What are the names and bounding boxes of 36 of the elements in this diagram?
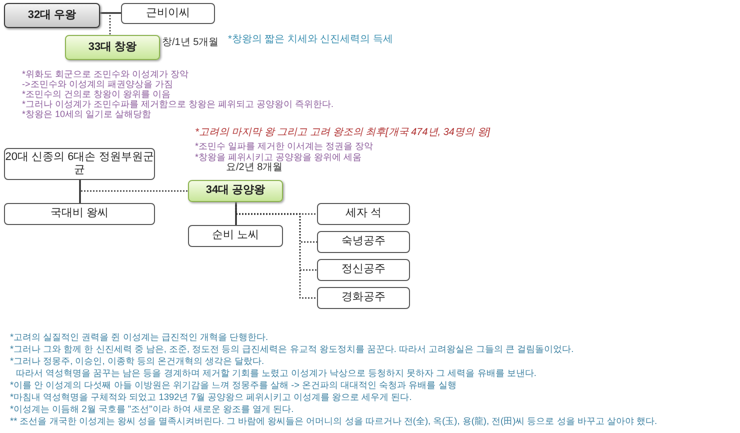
connector-line <box>235 202 317 299</box>
connector-line <box>100 12 111 35</box>
reign-label: 창/1년 5개월 <box>162 37 219 49</box>
king-box: 32대 우왕 <box>4 3 100 28</box>
note-text: *조민수의 건의로 창왕이 왕위를 이음 <box>22 88 171 100</box>
person-box: 경화공주 <box>317 287 410 309</box>
note-text: *그러나 이성계가 조민수파를 제거함으로 창왕은 폐위되고 공양왕이 즉위한다. <box>22 98 334 110</box>
note-text: *위화도 회군으로 조민수와 이성계가 장악 <box>22 68 189 80</box>
reign-label: 요/2년 8개월 <box>226 162 283 174</box>
note-text: *마침내 역성혁명을 구체적와 되었고 1392년 7월 공양왕으 페위시키고 이성계를 왕으로 세우게 된다. <box>10 391 412 403</box>
person-box: 20대 신종의 6대손 정원부원군 균 <box>4 148 155 180</box>
note-text: ** 조선을 개국한 이성계는 왕씨 성을 멸족시켜버린다. 그 바람에 왕씨들은 어머니의 성을 따르거나 전(全), 옥(玉), 용(龍), 전(田)씨 등으로 성을 바꾸고 살아야 했다. <box>10 415 657 427</box>
person-box: 정신공주 <box>317 259 410 281</box>
person-box: 근비이씨 <box>121 3 215 24</box>
note-text: *조민수 일파를 제거한 이서계는 정권을 장악 <box>195 140 374 152</box>
person-box: 세자 석 <box>317 203 410 225</box>
connector-line <box>100 12 121 14</box>
king-box: 34대 공양왕 <box>188 180 283 202</box>
connector-line <box>79 180 188 192</box>
connector-line <box>79 180 81 203</box>
note-text: ->조민수와 이성계의 패권양상을 가짐 <box>22 78 173 90</box>
person-box: 숙녕공주 <box>317 231 410 253</box>
note-text: *그러나 그와 함께 한 신진세력 중 남은, 조준, 정도전 등의 급진세력은 유교적 왕도정치를 꿈꾼다. 따라서 고려왕실은 그들의 큰 걸림돌이었다. <box>10 343 574 355</box>
king-box: 33대 창왕 <box>65 35 160 60</box>
note-text: *창왕은 10세의 일기로 살해당함 <box>22 108 152 120</box>
heading-note: *고려의 마지막 왕 그리고 고려 왕조의 최후[개국 474년, 34명의 왕] <box>195 127 490 139</box>
note-text: *그러나 정몽주, 이승인, 이종학 등의 온건개혁의 생각은 달랐다. <box>10 355 264 367</box>
person-box: 국대비 왕씨 <box>4 203 155 225</box>
note-text: *이를 안 이성계의 다섯째 아들 이방원은 위기감을 느껴 정몽주를 살해 -> 온건파의 대대적인 숙청과 유배를 실행 <box>10 379 456 391</box>
note-text: 따라서 역성혁명을 꿈꾸는 남은 등을 경계하며 제거할 기회를 노렸고 이성계가 낙상으로 등청하지 못하자 그 세력을 유배를 보낸다. <box>16 367 536 379</box>
note-text: *이성계는 이듬해 2월 국호를 "조선"이라 하여 새로운 왕조를 열게 된다. <box>10 403 294 415</box>
note-text: *고려의 실질적인 권력을 쥔 이성계는 급진적인 개혁을 단행한다. <box>10 331 268 343</box>
connector-line <box>235 202 237 225</box>
note-text: *창왕을 폐위시키고 공양왕을 왕위에 세움 <box>195 151 362 162</box>
person-box: 순비 노씨 <box>188 225 283 247</box>
note-text: *창왕의 짧은 치세와 신진세력의 득세 <box>228 34 394 46</box>
